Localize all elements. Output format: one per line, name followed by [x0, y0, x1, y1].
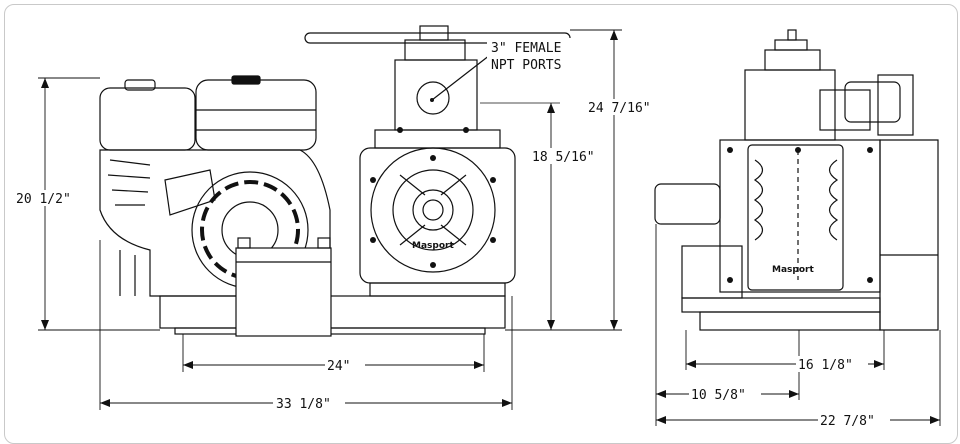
dim-mount-width: 24" — [327, 359, 350, 374]
technical-drawing: Masport — [14, 25, 941, 427]
front-view: Masport — [99, 25, 571, 337]
front-brand-logo: Masport — [412, 241, 454, 251]
pump-bolts — [370, 127, 496, 268]
side-bolts — [727, 147, 873, 283]
side-view — [654, 29, 939, 331]
callout-line-1: 3" FEMALE — [491, 41, 561, 56]
callout-line-2: NPT PORTS — [491, 58, 561, 73]
dim-overall-length: 33 1/8" — [276, 397, 331, 412]
dim-height-pump: 18 5/16" — [532, 150, 595, 165]
base-plate — [159, 295, 506, 329]
dim-side-overall-width: 22 7/8" — [820, 414, 875, 427]
side-brand-logo: Masport — [772, 265, 814, 275]
callout-leader — [431, 54, 491, 101]
dim-side-mount-width: 16 1/8" — [798, 358, 853, 373]
dim-height-overall: 24 7/16" — [588, 101, 651, 116]
fuel-tank — [235, 237, 332, 337]
dim-side-offset: 10 5/8" — [691, 388, 746, 403]
dim-height-engine: 20 1/2" — [16, 192, 71, 207]
engine — [99, 75, 331, 297]
side-dimension-lines — [655, 224, 941, 426]
